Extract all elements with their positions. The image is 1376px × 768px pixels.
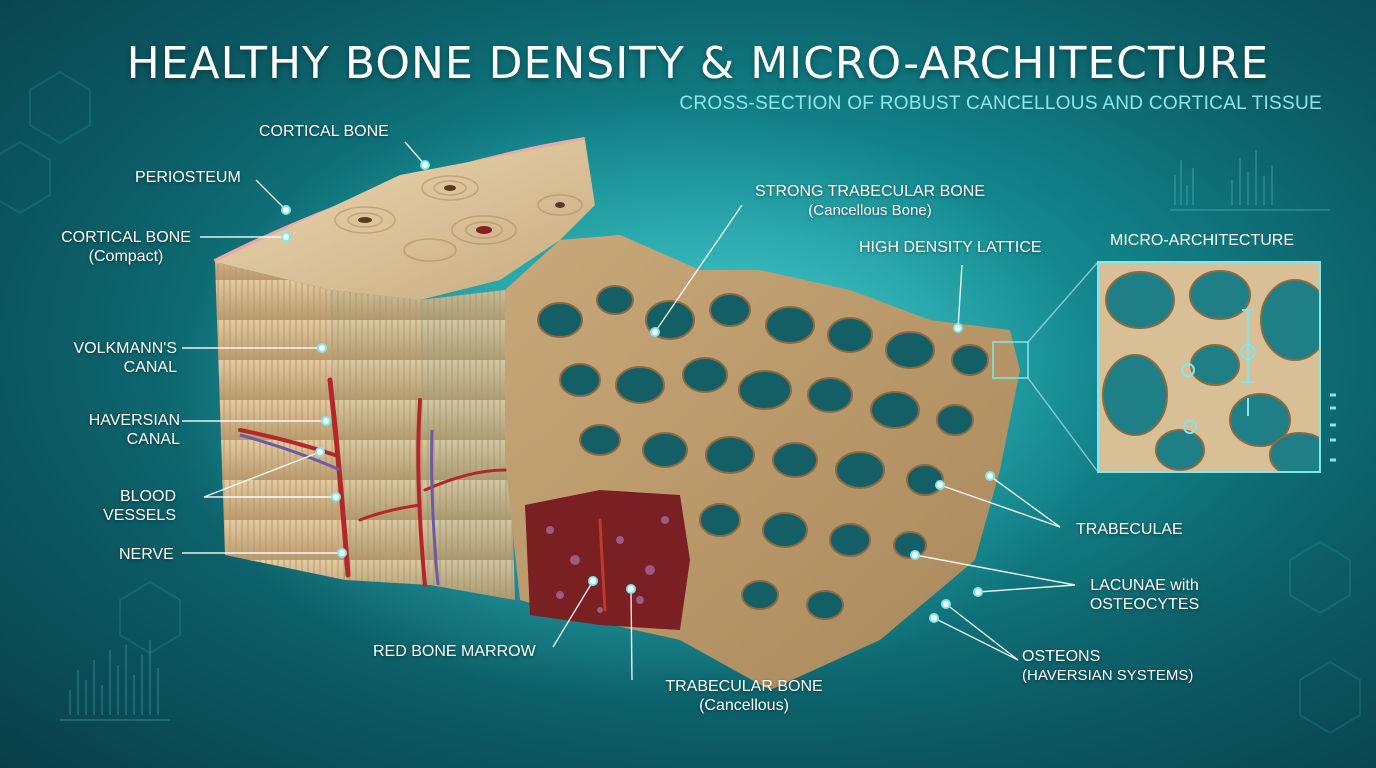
- label-haversian-canal: HAVERSIAN CANAL: [88, 412, 180, 448]
- cortical-top-surface: [215, 140, 595, 300]
- page-subtitle: CROSS-SECTION OF ROBUST CANCELLOUS AND C…: [679, 93, 1322, 114]
- label-cortical-bone-compact: CORTICAL BONE (Compact): [61, 229, 191, 265]
- trabecular-pores: [537, 285, 989, 620]
- inset-title: MICRO-ARCHITECTURE: [1110, 232, 1294, 249]
- label-nerve: NERVE: [119, 546, 174, 563]
- label-high-density-lattice: HIGH DENSITY LATTICE: [859, 239, 1042, 256]
- background-hexagons: [0, 70, 1361, 735]
- label-lacunae-with-osteocytes: LACUNAE with OSTEOCYTES: [1089, 577, 1200, 613]
- label-trabeculae: TRABECULAE: [1076, 521, 1183, 538]
- zoom-selection-box: [992, 341, 1029, 379]
- background-data-chart-left: [60, 640, 170, 721]
- label-volkmanns-canal: VOLKMANN'S CANAL: [73, 340, 177, 376]
- label-cortical-bone: CORTICAL BONE: [259, 123, 389, 140]
- label-periosteum: PERIOSTEUM: [135, 169, 241, 186]
- label-red-bone-marrow: RED BONE MARROW: [373, 643, 536, 660]
- label-osteons: OSTEONS (HAVERSIAN SYSTEMS): [1022, 648, 1194, 684]
- micro-architecture-inset: [1097, 261, 1336, 473]
- cortical-front-face-3: [420, 290, 515, 600]
- leader-dots: [281, 160, 995, 623]
- background-data-chart-right: [1170, 150, 1330, 211]
- leader-lines: [182, 141, 1099, 681]
- red-bone-marrow-region: [525, 490, 690, 630]
- nerve: [239, 429, 440, 586]
- cortical-front-face-2: [330, 290, 430, 585]
- label-trabecular-bone-cancellous: TRABECULAR BONE (Cancellous): [665, 678, 823, 714]
- page-title: HEALTHY BONE DENSITY & MICRO-ARCHITECTUR…: [126, 38, 1270, 89]
- label-blood-vessels: BLOOD VESSELS: [103, 488, 176, 524]
- label-strong-trabecular-bone: STRONG TRABECULAR BONE (Cancellous Bone): [755, 183, 985, 219]
- bone-block: [213, 137, 1020, 690]
- osteon-rings: [334, 175, 583, 262]
